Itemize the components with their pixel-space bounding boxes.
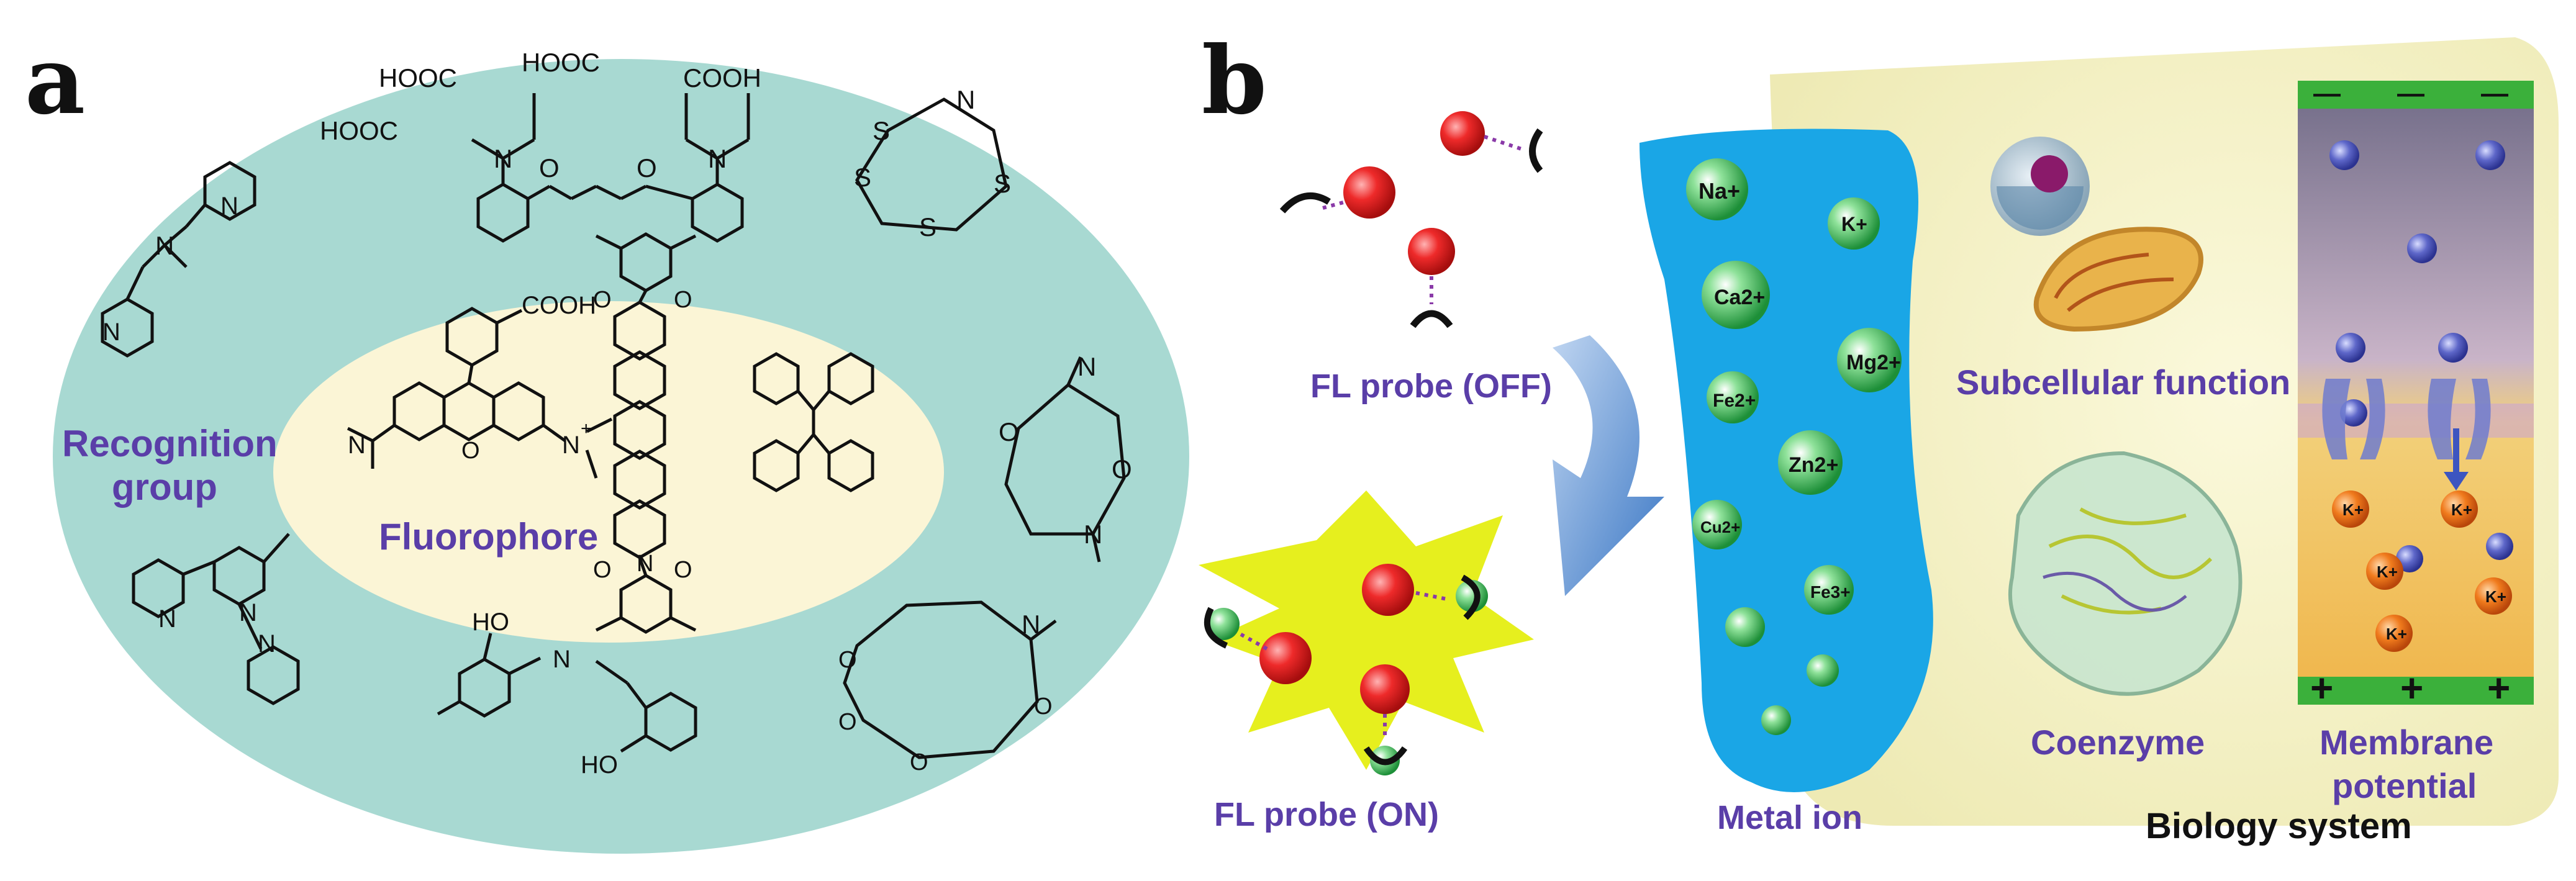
chem-o-4: O	[1112, 454, 1132, 484]
chem-n-15: N	[637, 551, 653, 577]
panel-letter-b: b	[1202, 26, 1267, 135]
ion-label-cu: Cu2+	[1700, 518, 1740, 536]
chem-n-3: N	[155, 231, 174, 260]
chem-o-7: O	[910, 749, 928, 775]
coenzyme-label: Coenzyme	[2031, 723, 2205, 762]
thiacrown-structure	[855, 97, 1008, 232]
chem-n-4: N	[220, 192, 238, 220]
membrane-plus-2: +	[2400, 666, 2423, 710]
channel-k-label-3: K+	[2377, 562, 2398, 581]
chem-o-12: O	[593, 557, 612, 583]
dipicolylamine-structure	[101, 161, 256, 358]
ion-channels	[2322, 379, 2491, 459]
chem-s-1: S	[873, 116, 890, 145]
chem-cooh-2: COOH	[522, 292, 596, 319]
channel-k-label-5: K+	[2386, 625, 2407, 643]
tpe-structure	[753, 352, 874, 492]
rhodamine-structure	[347, 307, 613, 479]
probe-off-label: FL probe (OFF)	[1310, 368, 1552, 405]
channel-k-label-2: K+	[2451, 500, 2472, 519]
chem-plus: +	[581, 418, 592, 439]
chem-n-11: N	[239, 599, 257, 626]
chem-o-1: O	[539, 153, 560, 183]
chem-o-3: O	[999, 417, 1019, 446]
ion-label-k: K+	[1841, 213, 1867, 235]
membrane-minus-2: —	[2397, 78, 2424, 109]
ion-label-mg: Mg2+	[1846, 351, 1901, 374]
chem-n-12: N	[258, 630, 276, 657]
azacrown-structure	[1004, 356, 1126, 562]
chem-ho-2: HO	[581, 751, 618, 779]
perylene-structure	[595, 232, 697, 634]
fluorescence-burst	[1199, 490, 1534, 770]
membrane-plus-3: +	[2487, 666, 2510, 710]
panel-letter-a: a	[25, 26, 86, 135]
probe-on-label: FL probe (ON)	[1214, 796, 1439, 833]
chem-ho-1: HO	[472, 608, 509, 636]
probe-on-group	[1204, 564, 1488, 775]
chem-n-10: N	[158, 605, 176, 633]
chem-o-6: O	[838, 709, 857, 735]
recognition-label-line1: Recognition	[62, 423, 278, 464]
chem-o-13: O	[674, 557, 692, 583]
chem-n-9: N	[1022, 610, 1040, 639]
ion-label-ca: Ca2+	[1714, 286, 1765, 309]
recognition-label-line2: group	[112, 466, 217, 508]
ion-label-fe3: Fe3+	[1810, 582, 1851, 602]
fluorophore-ellipse	[273, 301, 944, 643]
ion-spheres	[1686, 158, 1902, 735]
channel-k-label-4: K+	[2485, 587, 2506, 606]
chem-n-1: N	[494, 144, 512, 173]
channel-k-label-1: K+	[2342, 500, 2364, 519]
chem-s-3: S	[854, 163, 871, 192]
chem-n-8: N	[1084, 520, 1102, 549]
ion-label-na: Na+	[1698, 178, 1740, 204]
chem-cooh-1: COOH	[683, 63, 761, 93]
membrane-down-arrow	[2444, 428, 2469, 490]
chem-o-8: O	[1034, 694, 1053, 720]
chem-n-6: N	[956, 85, 975, 114]
transition-arrow	[1553, 335, 1664, 596]
chem-o-10: O	[593, 287, 612, 313]
chem-n-5: N	[102, 319, 120, 346]
chem-o-5: O	[838, 647, 857, 673]
ion-label-zn: Zn2+	[1789, 453, 1838, 477]
chem-n-7: N	[1077, 352, 1096, 381]
bapta-structure	[471, 93, 750, 243]
chem-o-11: O	[674, 287, 692, 313]
terpyridine-structure	[132, 533, 300, 705]
chem-hooc-1: HOOC	[379, 63, 457, 93]
probe-off-group	[1279, 111, 1543, 328]
chem-o-9: O	[461, 438, 480, 464]
metal-ion-label: Metal ion	[1717, 799, 1862, 836]
coenzyme-protein-icon	[2008, 451, 2243, 696]
cell-icon	[1990, 137, 2090, 236]
membrane-plus-1: +	[2310, 666, 2333, 710]
chem-n-13: N	[553, 646, 571, 673]
membrane-minus-3: —	[2481, 78, 2508, 109]
mitochondrion-icon	[2033, 227, 2203, 332]
biology-system-label: Biology system	[2146, 806, 2412, 846]
chem-s-4: S	[919, 212, 937, 242]
membrane-label-line2: potential	[2332, 766, 2477, 805]
chem-nplus: N	[562, 431, 580, 459]
fluorophore-label: Fluorophore	[379, 516, 598, 558]
membrane-panel	[2298, 81, 2534, 705]
chem-n-14: N	[348, 431, 366, 459]
crown-ether-structure	[843, 600, 1057, 759]
ion-label-fe2: Fe2+	[1713, 391, 1756, 411]
schiff-base-structure	[437, 633, 697, 753]
membrane-label-line1: Membrane	[2320, 723, 2493, 762]
chem-hooc-3: HOOC	[522, 48, 600, 77]
chem-o-2: O	[637, 153, 657, 183]
chem-n-2: N	[708, 144, 727, 173]
subcellular-label: Subcellular function	[1956, 363, 2290, 402]
membrane-minus-1: —	[2313, 78, 2341, 109]
membrane-k-ions	[2332, 490, 2512, 652]
chem-s-2: S	[994, 169, 1011, 198]
chem-hooc-2: HOOC	[320, 116, 398, 145]
